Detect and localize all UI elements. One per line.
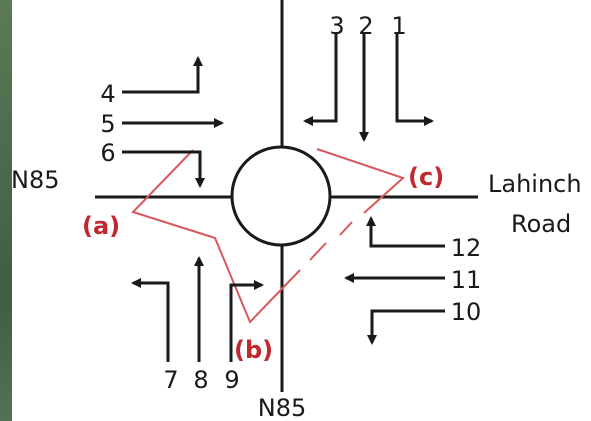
- movement-number-1: 1: [391, 12, 406, 40]
- movement-number-7: 7: [163, 366, 178, 394]
- west-road-label: N85: [11, 166, 60, 194]
- movement-number-6: 6: [100, 139, 115, 167]
- arrow-movement-7: [131, 278, 170, 362]
- arrow-movement-1: [395, 32, 434, 126]
- movement-number-5: 5: [100, 110, 115, 138]
- east-road-label-line1: Lahinch: [488, 170, 582, 198]
- movement-arrows: [122, 32, 445, 362]
- movement-number-4: 4: [100, 80, 115, 108]
- arrow-movement-12: [366, 216, 445, 248]
- point-label-c: (c): [408, 163, 444, 191]
- path-a-to-approach: [131, 149, 301, 324]
- movement-number-3: 3: [329, 12, 344, 40]
- arrow-movement-6: [122, 150, 205, 188]
- red-path: [131, 148, 405, 324]
- south-road-label: N85: [258, 394, 307, 421]
- movement-number-9: 9: [224, 366, 239, 394]
- arrow-movement-9: [229, 280, 264, 362]
- road-lines: [95, 0, 478, 392]
- path-to-c: [316, 148, 405, 214]
- path-dash-2: [339, 221, 353, 236]
- movement-number-2: 2: [358, 12, 373, 40]
- point-label-a: (a): [82, 212, 120, 240]
- point-label-b: (b): [234, 336, 273, 364]
- arrow-movement-4: [122, 56, 203, 94]
- arrow-movement-3: [303, 32, 338, 126]
- arrow-movement-10: [367, 309, 445, 345]
- movement-number-12: 12: [451, 234, 482, 262]
- path-dash-1: [309, 242, 327, 261]
- east-road-label-line2: Road: [511, 210, 571, 238]
- movement-number-8: 8: [193, 366, 208, 394]
- movement-number-11: 11: [451, 266, 482, 294]
- roundabout-circle: [230, 145, 332, 247]
- movement-number-10: 10: [451, 298, 482, 326]
